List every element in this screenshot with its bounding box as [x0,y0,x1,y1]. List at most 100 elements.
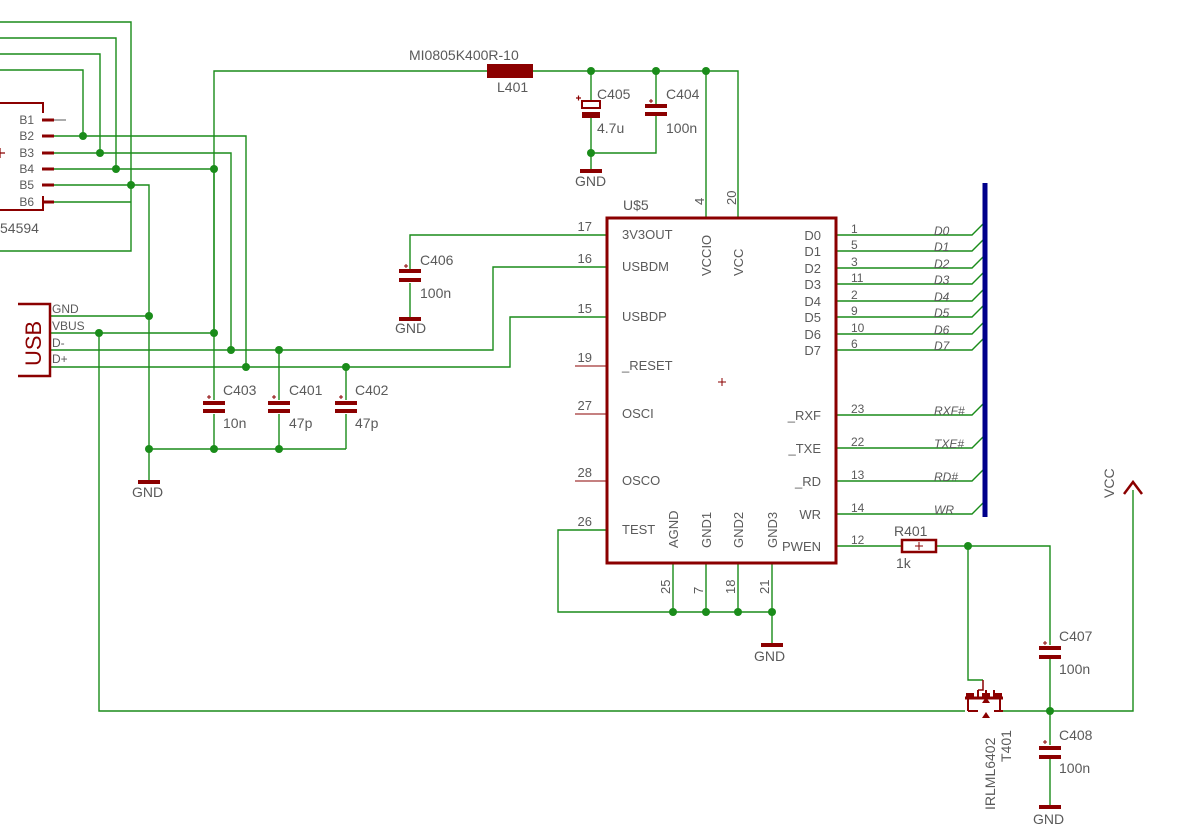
u5-pin-num-7: 7 [691,587,706,594]
u5-pin-num-3: 3 [851,255,858,269]
svg-text:GND: GND [132,484,163,500]
wire-rd [836,467,986,482]
gnd-c406: GND [395,317,426,336]
u5-pin-name-19: _RESET [621,358,673,373]
u5-pin-name-5: D1 [804,244,821,259]
capacitor-c407: C407 100n [1039,628,1093,677]
c404-ref: C404 [666,86,700,102]
c401-ref: C401 [289,382,323,398]
wire-c404 [591,71,657,154]
net-label-23: RXF# [934,404,965,418]
t401-ref: T401 [998,730,1014,762]
u5-pin-num-19: 19 [578,350,592,365]
vcc-symbol: VCC [1101,468,1143,498]
c406-value: 100n [420,285,451,301]
wire-b5 [54,184,150,316]
ic-u5: U$5 3V3OUT17USBDM16USBDP15_RESET19OSCI27… [578,191,965,594]
t401-value: IRLML6402 [982,737,998,810]
wire-offpage-2 [0,37,117,169]
connector-b-pin-5: B5 [19,178,34,192]
usb-pin-dplus: D+ [52,352,68,366]
usb-pin-gnd: GND [52,302,79,316]
c406-ref: C406 [420,252,454,268]
net-label-11: D3 [934,273,950,287]
gnd-symbols: GND GND GND GND GND [132,169,1064,827]
usb-pin-dminus: D- [52,336,65,350]
net-label-1: D0 [934,224,950,238]
u5-pin-num-21: 21 [757,580,772,594]
u5-pin-name-6: D7 [804,343,821,358]
wire-b2 [54,135,247,367]
u5-pin-name-26: TEST [622,522,655,537]
connector-b-part-name: 54594 [0,220,39,236]
u5-pin-num-10: 10 [851,321,865,335]
u5-pin-name-21: GND3 [765,512,780,548]
u5-pin-name-3: D2 [804,261,821,276]
capacitor-c405: C405 4.7u [576,86,631,136]
wire-l401-out [533,70,739,218]
u5-pin-name-11: D3 [804,277,821,292]
usb-pin-vbus: VBUS [52,319,85,333]
wire-b3 [54,152,232,350]
c408-value: 100n [1059,760,1090,776]
net-label-9: D5 [934,306,950,320]
u5-pin-num-28: 28 [578,465,592,480]
u5-pin-name-20: VCC [731,249,746,276]
net-label-22: TXE# [934,437,964,451]
capacitor-c402: C402 47p [335,382,389,431]
u5-pin-name-4: VCCIO [699,235,714,276]
l401-ref: L401 [497,79,528,95]
wire-txe [836,434,986,449]
u5-pin-num-14: 14 [851,501,865,515]
c408-ref: C408 [1059,727,1093,743]
u5-pin-name-25: AGND [666,510,681,548]
capacitor-c403: C403 10n [203,382,257,431]
connector-b-pin-1: B1 [19,113,34,127]
wire-d2 [836,254,986,269]
u5-pin-num-11: 11 [851,271,864,285]
u5-pin-name-23: _RXF [787,408,821,423]
net-label-5: D1 [934,240,949,254]
u5-pin-name-9: D5 [804,310,821,325]
svg-text:GND: GND [395,320,426,336]
mosfet-t401: IRLML6402 T401 [965,680,1014,810]
u5-pin-name-18: GND2 [731,512,746,548]
wire-offpage-3 [0,53,101,153]
wire-wr [836,500,986,515]
wire-test [557,529,772,613]
u5-pin-num-5: 5 [851,238,858,252]
connector-b-pin-6: B6 [19,195,34,209]
net-label-13: RD# [934,470,958,484]
wire-vbus-long [98,333,965,712]
u5-pin-num-25: 25 [658,580,673,594]
u5-pin-num-26: 26 [578,514,592,529]
u5-pin-num-23: 23 [851,402,865,416]
u5-pin-name-1: D0 [804,228,821,243]
wire-vcc [1003,490,1134,712]
connector-b-pin-4: B4 [19,162,34,176]
c404-value: 100n [666,120,697,136]
c405-ref: C405 [597,86,631,102]
c402-ref: C402 [355,382,389,398]
wire-usb-dminus [50,266,607,351]
u5-pin-num-2: 2 [851,288,858,302]
wire-d4 [836,287,986,302]
gnd-u5: GND [754,643,785,664]
u5-pin-num-4: 4 [692,198,707,205]
c407-value: 100n [1059,661,1090,677]
u5-pin-num-6: 6 [851,337,858,351]
c405-value: 4.7u [597,120,624,136]
c403-ref: C403 [223,382,257,398]
u5-pin-name-28: OSCO [622,473,660,488]
u5-pins: 3V3OUT17USBDM16USBDP15_RESET19OSCI27OSCO… [578,191,965,594]
u5-pin-name-15: USBDP [622,309,667,324]
wires [0,21,1134,805]
u5-pin-num-9: 9 [851,304,858,318]
usb-title: USB [21,321,46,366]
u5-pin-num-20: 20 [724,191,739,205]
u5-pin-num-17: 17 [578,219,592,234]
u5-pin-num-12: 12 [851,533,865,547]
inductor-l401: MI0805K400R-10 L401 [409,47,533,95]
connector-b-pin-2: B2 [19,129,34,143]
u5-pin-name-16: USBDM [622,259,669,274]
